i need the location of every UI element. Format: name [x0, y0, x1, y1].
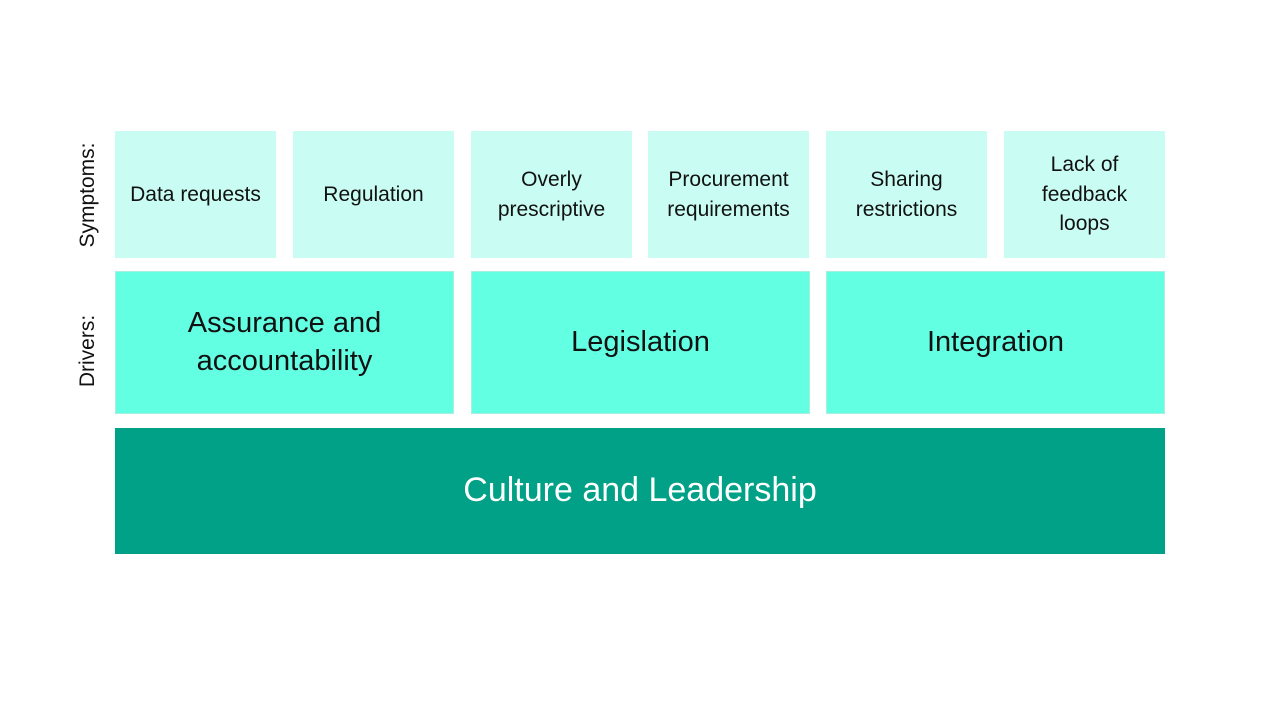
- driver-text: Integration: [926, 325, 1065, 358]
- symptoms-label-text: Symptoms:: [76, 142, 99, 248]
- symptom-box-sharing-restrictions: Sharing restrictions: [826, 131, 987, 258]
- symptom-box-regulation: Regulation: [293, 131, 454, 258]
- drivers-label-text: Drivers:: [76, 314, 99, 388]
- symptom-text: Regulation: [323, 182, 424, 206]
- foundation-text: Culture and Leadership: [463, 471, 817, 510]
- symptom-text: Procurement requirements: [667, 168, 790, 221]
- driver-box-integration: Integration: [826, 271, 1165, 414]
- symptom-box-overly-prescriptive: Overly prescriptive: [471, 131, 632, 258]
- driver-box-assurance-accountability: Assurance and accountability: [115, 271, 454, 414]
- symptom-text: Data requests: [130, 182, 261, 206]
- foundation-box-culture-leadership: Culture and Leadership: [115, 428, 1165, 554]
- symptom-text: Overly prescriptive: [497, 168, 606, 221]
- driver-box-legislation: Legislation: [471, 271, 810, 414]
- driver-text: Assurance and accountability: [187, 306, 382, 377]
- symptom-text: Lack of feedback loops: [1041, 153, 1128, 236]
- driver-text: Legislation: [571, 325, 710, 358]
- symptom-box-lack-of-feedback-loops: Lack of feedback loops: [1004, 131, 1165, 258]
- symptom-text: Sharing restrictions: [855, 168, 958, 221]
- symptom-box-data-requests: Data requests: [115, 131, 276, 258]
- symptom-box-procurement-requirements: Procurement requirements: [648, 131, 809, 258]
